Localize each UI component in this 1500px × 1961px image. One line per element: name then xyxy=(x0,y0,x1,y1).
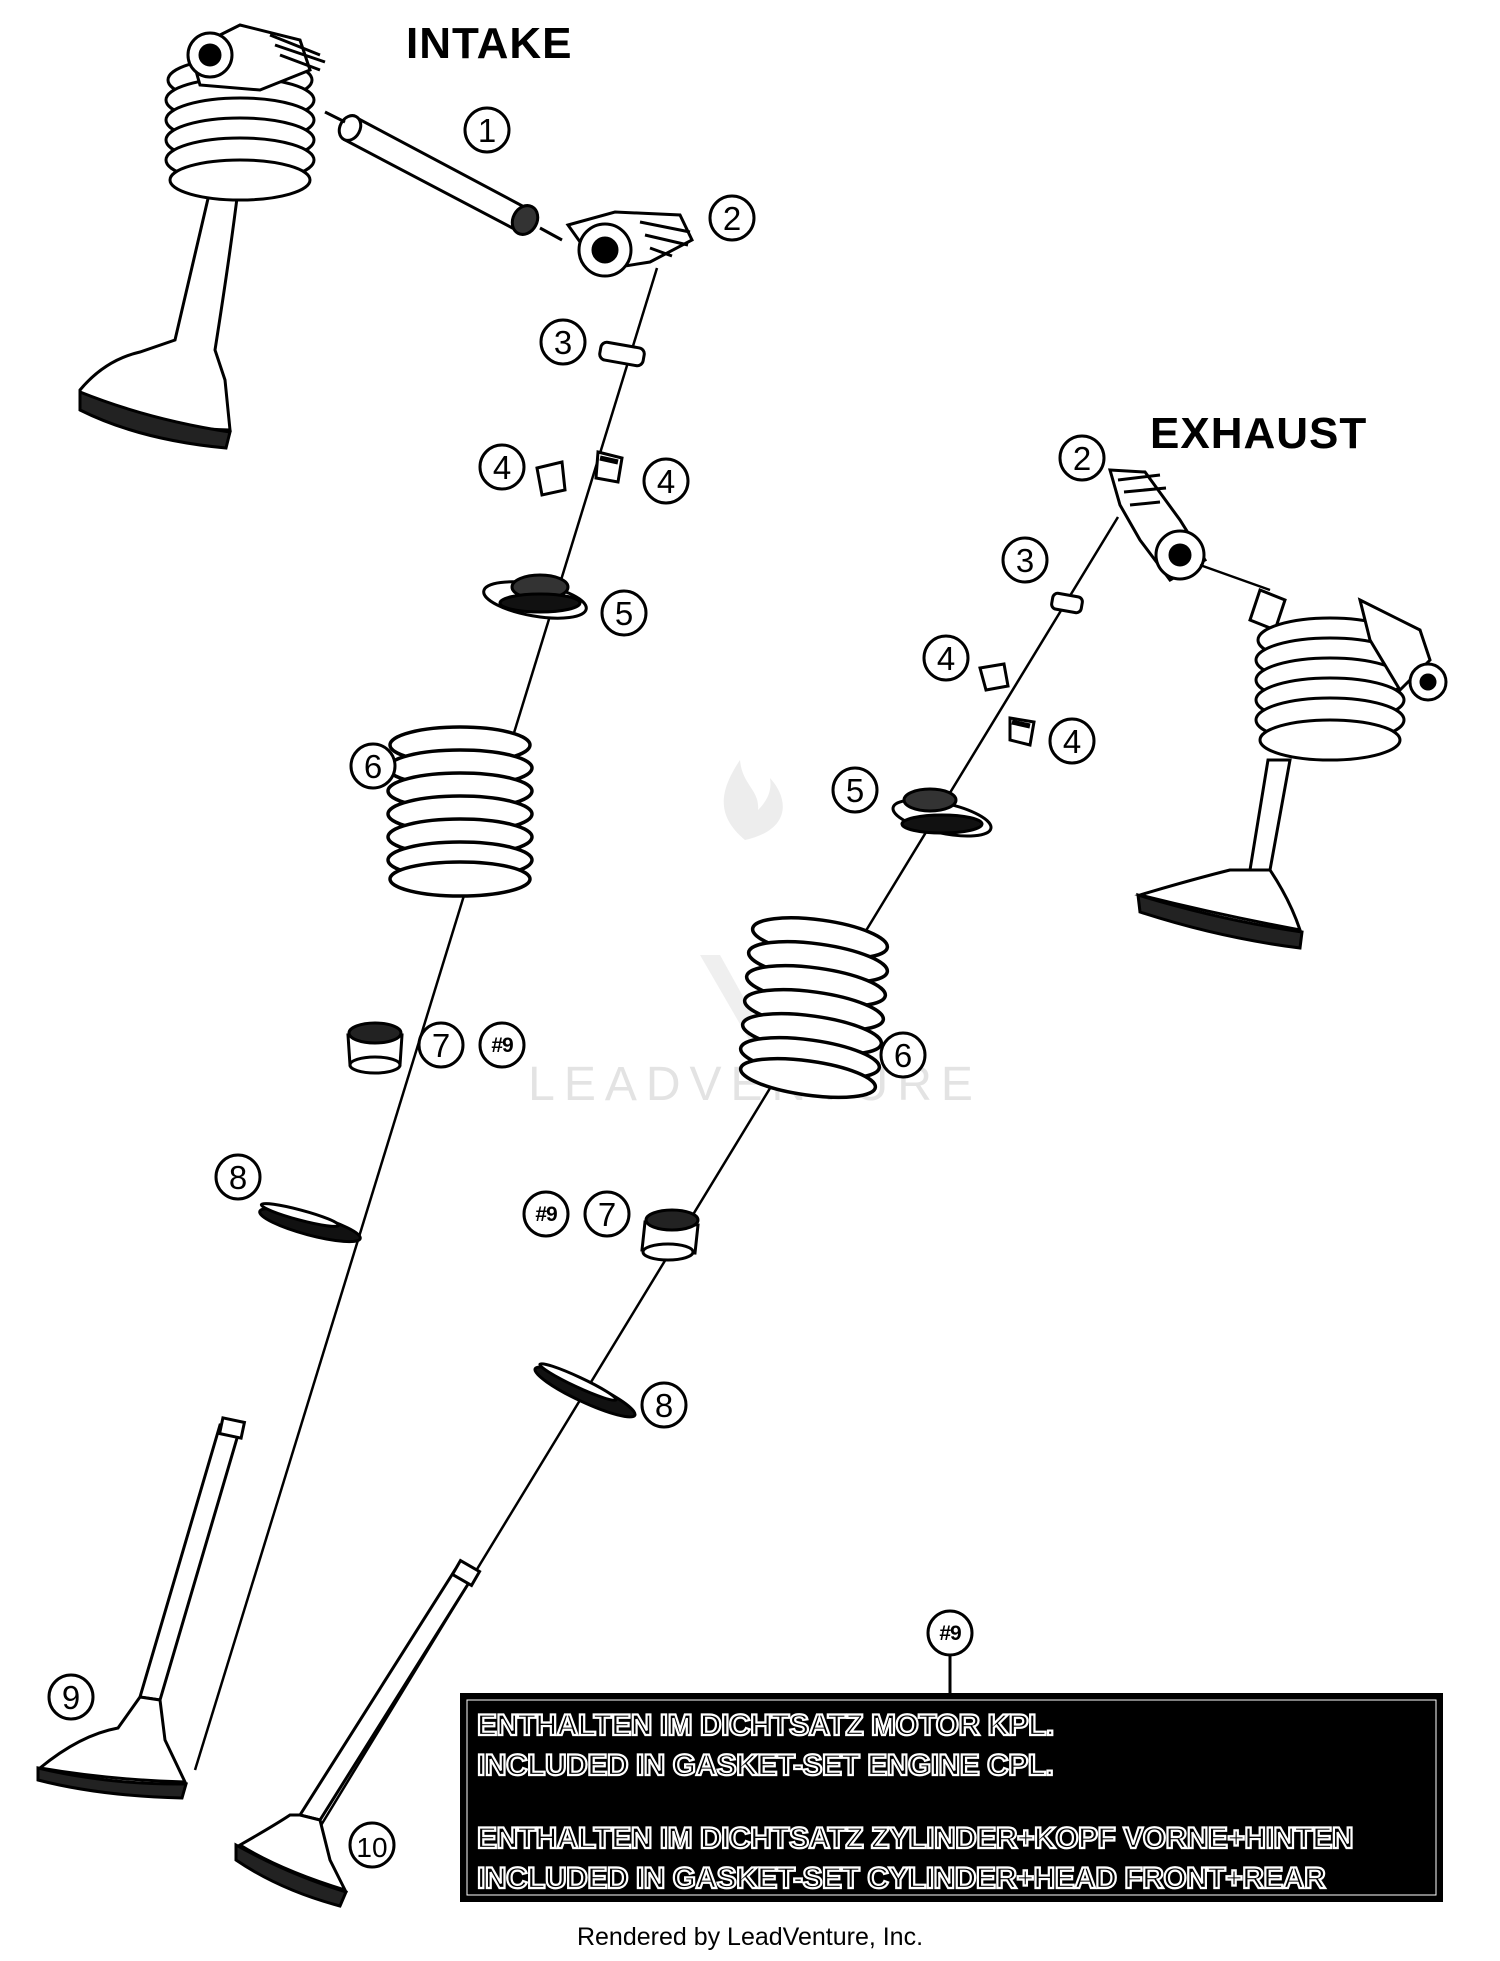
callout-intake-5: 5 xyxy=(600,589,648,637)
svg-text:8: 8 xyxy=(229,1159,247,1196)
svg-text:4: 4 xyxy=(657,463,675,500)
callout-exhaust-10: 10 xyxy=(348,1821,396,1869)
svg-text:4: 4 xyxy=(493,449,511,486)
intake-spring-part6 xyxy=(386,725,534,898)
svg-text:#9: #9 xyxy=(939,1622,961,1645)
intake-retainer-part5 xyxy=(482,573,588,620)
callout-intake-8: 8 xyxy=(214,1153,262,1201)
callout-exhaust-4b: 4 xyxy=(1048,717,1096,765)
callout-exhaust-5: 5 xyxy=(831,766,879,814)
callout-exhaust-8: 8 xyxy=(640,1381,688,1429)
intake-valve-assembled xyxy=(78,23,326,450)
intake-seal-part7 xyxy=(346,1021,404,1075)
svg-text:4: 4 xyxy=(1063,723,1081,760)
svg-text:#9: #9 xyxy=(491,1034,513,1057)
callout-intake-1: 1 xyxy=(463,106,511,154)
exhaust-retainer-part5 xyxy=(891,787,993,838)
callout-exhaust-3: 3 xyxy=(1001,536,1049,584)
exhaust-seal-part7 xyxy=(640,1208,700,1262)
callout-intake-4a: 4 xyxy=(478,443,526,491)
svg-text:7: 7 xyxy=(432,1027,450,1064)
note-line-3: ENTHALTEN IM DICHTSATZ ZYLINDER+KOPF VOR… xyxy=(477,1822,1353,1855)
callout-intake-6: 6 xyxy=(349,742,397,790)
callout-intake-7: 7 xyxy=(417,1021,465,1069)
intake-axis xyxy=(193,267,659,1771)
svg-text:2: 2 xyxy=(1073,440,1091,477)
callout-exhaust-ref9: #9 xyxy=(522,1190,570,1238)
callout-intake-9: 9 xyxy=(47,1673,95,1721)
exhaust-title: EXHAUST xyxy=(1150,409,1367,458)
footer-credit: Rendered by LeadVenture, Inc. xyxy=(577,1923,923,1951)
intake-rocker-arm xyxy=(565,210,694,278)
intake-valve-part9 xyxy=(36,1416,247,1800)
exhaust-pad-part3 xyxy=(1050,591,1084,615)
svg-text:5: 5 xyxy=(846,772,864,809)
note-line-1: ENTHALTEN IM DICHTSATZ MOTOR KPL. xyxy=(477,1709,1054,1742)
callout-exhaust-2: 2 xyxy=(1058,434,1106,482)
svg-text:3: 3 xyxy=(554,324,572,361)
note-ref9-callout: #9 xyxy=(926,1609,974,1693)
callout-intake-3: 3 xyxy=(539,318,587,366)
svg-text:1: 1 xyxy=(478,112,496,149)
note-line-2: INCLUDED IN GASKET-SET ENGINE CPL. xyxy=(477,1749,1053,1782)
exhaust-shaft-leader xyxy=(1199,563,1271,592)
svg-text:10: 10 xyxy=(356,1832,387,1863)
intake-pad-part3 xyxy=(598,340,646,368)
svg-text:2: 2 xyxy=(723,200,741,237)
rocker-shaft-part1 xyxy=(324,110,563,242)
svg-text:6: 6 xyxy=(364,748,382,785)
svg-text:9: 9 xyxy=(62,1679,80,1716)
svg-text:5: 5 xyxy=(615,595,633,632)
exhaust-rocker-arm xyxy=(1107,468,1208,582)
callout-exhaust-4a: 4 xyxy=(922,634,970,682)
intake-collets-part4 xyxy=(535,450,624,497)
svg-text:6: 6 xyxy=(894,1037,912,1074)
intake-title: INTAKE xyxy=(406,19,573,68)
intake-washer-part8 xyxy=(258,1202,362,1244)
callout-exhaust-6: 6 xyxy=(879,1031,927,1079)
exhaust-collets-part4 xyxy=(978,662,1036,747)
svg-text:#9: #9 xyxy=(535,1203,557,1226)
exhaust-washer-part8 xyxy=(533,1362,637,1419)
exhaust-spring-part6 xyxy=(738,916,890,1100)
svg-text:4: 4 xyxy=(937,640,955,677)
callout-intake-ref9: #9 xyxy=(478,1021,526,1069)
note-line-4: INCLUDED IN GASKET-SET CYLINDER+HEAD FRO… xyxy=(477,1862,1326,1895)
callout-intake-4b: 4 xyxy=(642,457,690,505)
exhaust-valve-part10 xyxy=(234,1558,482,1908)
gasket-set-note-box: ENTHALTEN IM DICHTSATZ MOTOR KPL. INCLUD… xyxy=(460,1693,1443,1902)
callout-intake-2: 2 xyxy=(708,194,756,242)
callout-exhaust-7: 7 xyxy=(583,1190,631,1238)
exhaust-valve-assembled xyxy=(1134,588,1448,950)
svg-text:8: 8 xyxy=(655,1387,673,1424)
svg-text:3: 3 xyxy=(1016,542,1034,579)
svg-text:7: 7 xyxy=(598,1196,616,1233)
